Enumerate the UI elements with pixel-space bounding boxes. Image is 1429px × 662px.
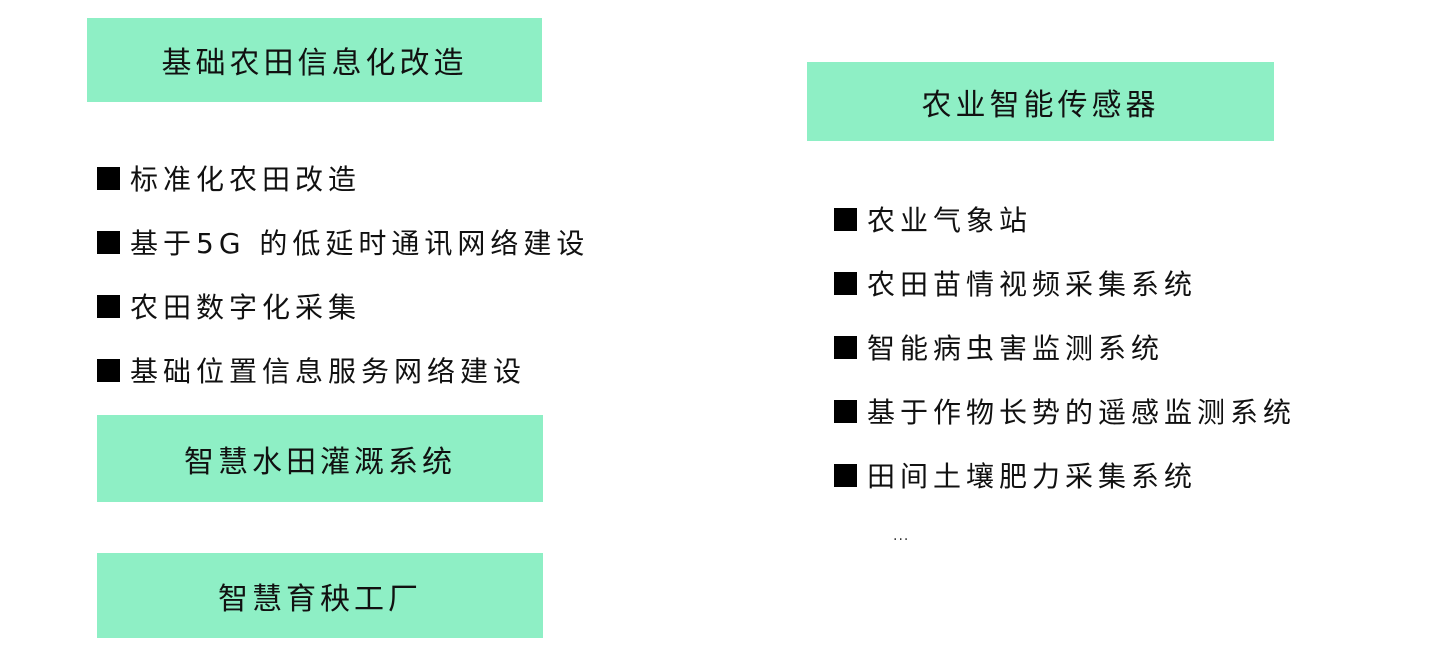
list-item: 标准化农田改造 [97, 146, 589, 210]
square-bullet-icon [834, 399, 857, 423]
smart-seedling-factory-box: 智慧育秧工厂 [97, 553, 543, 638]
square-bullet-icon [834, 207, 857, 231]
list-item: 田间土壤肥力采集系统 [834, 443, 1296, 507]
smart-paddy-irrigation-box: 智慧水田灌溉系统 [97, 415, 543, 502]
square-bullet-icon [97, 294, 120, 318]
agri-smart-sensor-title: 农业智能传感器 [921, 87, 1160, 123]
square-bullet-icon [97, 358, 120, 382]
square-bullet-icon [834, 271, 857, 295]
basic-farmland-info-title: 基础农田信息化改造 [161, 46, 468, 81]
square-bullet-icon [834, 463, 857, 487]
smart-seedling-factory-title: 智慧育秧工厂 [218, 581, 422, 617]
list-item: 智能病虫害监测系统 [834, 315, 1296, 379]
more-ellipsis: ... [893, 528, 910, 544]
square-bullet-icon [97, 166, 120, 190]
list-item: 基于作物长势的遥感监测系统 [834, 379, 1296, 443]
sensor-list: 农业气象站 农田苗情视频采集系统 智能病虫害监测系统 基于作物长势的遥感监测系统… [834, 187, 1296, 507]
square-bullet-icon [97, 230, 120, 254]
list-item: 农田苗情视频采集系统 [834, 251, 1296, 315]
basic-farmland-info-box: 基础农田信息化改造 [87, 18, 542, 102]
basic-farmland-list: 标准化农田改造 基于5G 的低延时通讯网络建设 农田数字化采集 基础位置信息服务… [97, 146, 589, 402]
square-bullet-icon [834, 335, 857, 359]
list-item: 基于5G 的低延时通讯网络建设 [97, 210, 589, 274]
agri-smart-sensor-box: 农业智能传感器 [807, 62, 1274, 141]
list-item: 农田数字化采集 [97, 274, 589, 338]
smart-paddy-irrigation-title: 智慧水田灌溉系统 [184, 444, 456, 480]
list-item: 农业气象站 [834, 187, 1296, 251]
list-item: 基础位置信息服务网络建设 [97, 338, 589, 402]
